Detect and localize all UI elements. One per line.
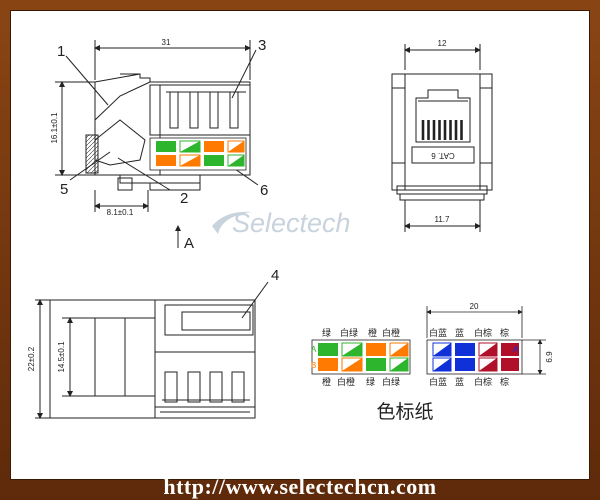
dim-side-width: 31 — [162, 38, 171, 47]
watermark-text: Selectech — [232, 208, 351, 238]
dim-side-bottom: 8.1±0.1 — [107, 208, 134, 217]
cat-label: CAT. 6 — [431, 151, 455, 160]
label-b-top-2: 蓝 — [455, 327, 464, 339]
watermark: Selectech — [212, 208, 351, 238]
label-b-row-a: A — [513, 345, 519, 354]
label-b-bottom-2: 蓝 — [455, 376, 464, 388]
bottom-view — [35, 281, 269, 419]
callout-6: 6 — [260, 182, 268, 199]
color-label-caption: 色标纸 — [376, 401, 433, 423]
label-b-bottom-1: 白蓝 — [429, 376, 447, 388]
callout-3: 3 — [258, 37, 266, 54]
side-view-color-label — [149, 137, 247, 171]
label-b-row-b: B — [513, 361, 518, 370]
label-b-top-1: 白蓝 — [429, 327, 447, 339]
callout-1: 1 — [57, 43, 65, 60]
dim-bottom-height: 22±0.2 — [27, 346, 36, 371]
label-a-bottom-1: 橙 — [322, 376, 331, 388]
side-view — [55, 40, 259, 248]
color-label-568b — [426, 306, 546, 375]
label-a-bottom-4: 白绿 — [382, 376, 400, 388]
label-a-row-b: B — [311, 361, 316, 370]
label-a-top-2: 白绿 — [340, 327, 358, 339]
dim-bottom-inner: 14.5±0.1 — [57, 341, 66, 373]
label-a-row-a: A — [311, 345, 317, 354]
label-a-bottom-2: 白橙 — [337, 376, 355, 388]
front-view — [391, 44, 493, 232]
dim-side-height: 16.1±0.1 — [50, 112, 59, 144]
callout-2: 2 — [180, 190, 188, 207]
dim-label-width: 20 — [470, 302, 479, 311]
callout-4: 4 — [271, 267, 279, 284]
label-a-bottom-3: 绿 — [366, 376, 375, 388]
label-b-top-3: 白棕 — [474, 327, 492, 339]
callout-5: 5 — [60, 181, 68, 198]
dim-front-width: 12 — [438, 39, 447, 48]
drawing-sheet — [10, 10, 590, 480]
label-a-top-4: 白橙 — [382, 327, 400, 339]
dim-front-bottom: 11.7 — [435, 215, 451, 224]
color-label-568a — [311, 339, 411, 375]
footer-url[interactable]: http://www.selectechcn.com — [163, 474, 437, 499]
label-b-bottom-4: 棕 — [500, 376, 509, 388]
dim-label-height: 6.9 — [545, 351, 554, 363]
label-b-bottom-3: 白棕 — [474, 376, 492, 388]
view-arrow-label: A — [184, 235, 194, 252]
label-a-top-3: 橙 — [368, 327, 377, 339]
label-b-top-4: 棕 — [500, 327, 509, 339]
label-a-top-1: 绿 — [322, 327, 331, 339]
